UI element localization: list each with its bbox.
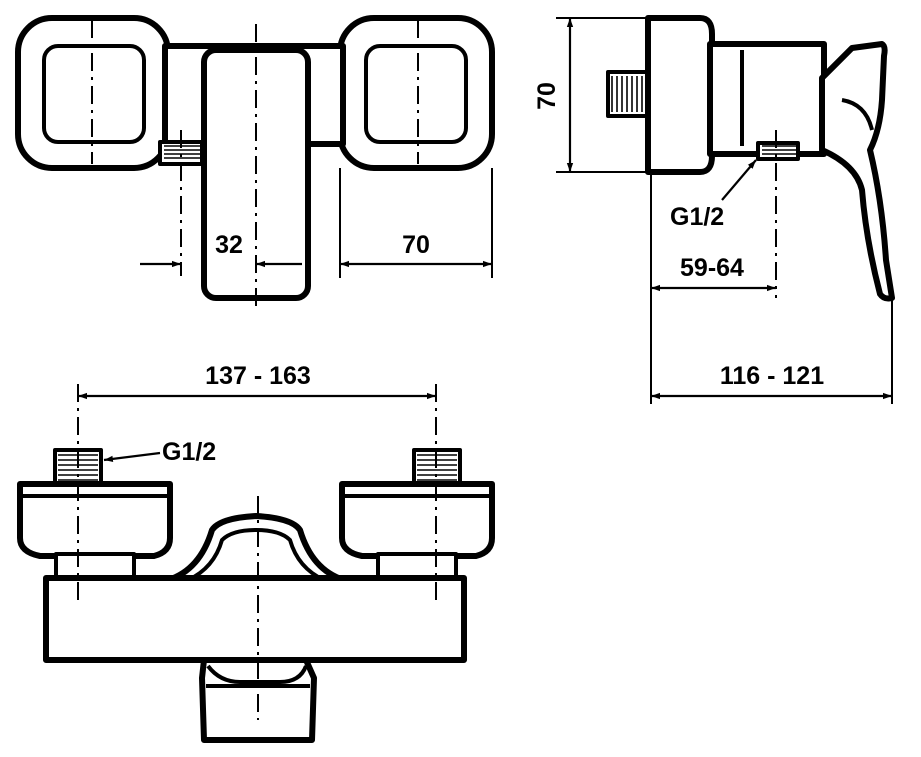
top-view-right-eccentric xyxy=(337,15,495,171)
side-view-lever xyxy=(819,41,895,302)
side-view-inlet-spigot xyxy=(606,70,650,118)
dim-inlet-offset: 32 xyxy=(140,231,302,268)
side-view-body xyxy=(707,41,827,157)
front-view-thread-label: G1/2 xyxy=(162,438,216,466)
front-view-right-rosette xyxy=(339,481,495,580)
dim-total-depth: 116 - 121 xyxy=(651,362,892,400)
dim-height-label: 70 xyxy=(533,82,561,110)
dim-total-depth-label: 116 - 121 xyxy=(720,362,824,390)
dim-center-distance: 137 - 163 xyxy=(78,362,436,400)
front-view-thread-callout: G1/2 xyxy=(103,438,216,466)
side-view-thread-callout: G1/2 xyxy=(670,159,757,231)
dim-inlet-depth-label: 59-64 xyxy=(680,254,744,282)
front-view-body xyxy=(43,575,467,663)
side-view-rosette xyxy=(645,15,715,175)
dim-height: 70 xyxy=(533,17,648,173)
front-view: 137 - 163 G1/2 xyxy=(17,362,495,743)
dim-inlet-depth: 59-64 xyxy=(651,254,776,292)
dim-handle-width: 70 xyxy=(340,231,492,268)
top-view: 32 70 xyxy=(15,15,495,312)
side-view-thread-label: G1/2 xyxy=(670,203,724,231)
dim-handle-width-label: 70 xyxy=(402,231,430,259)
side-view-outlet-thread xyxy=(756,141,800,161)
front-view-left-rosette xyxy=(17,481,173,580)
dim-inlet-offset-label: 32 xyxy=(215,231,243,259)
side-view: 70 G1/2 59-64 116 - 121 xyxy=(533,15,895,404)
dim-center-distance-label: 137 - 163 xyxy=(205,362,311,390)
